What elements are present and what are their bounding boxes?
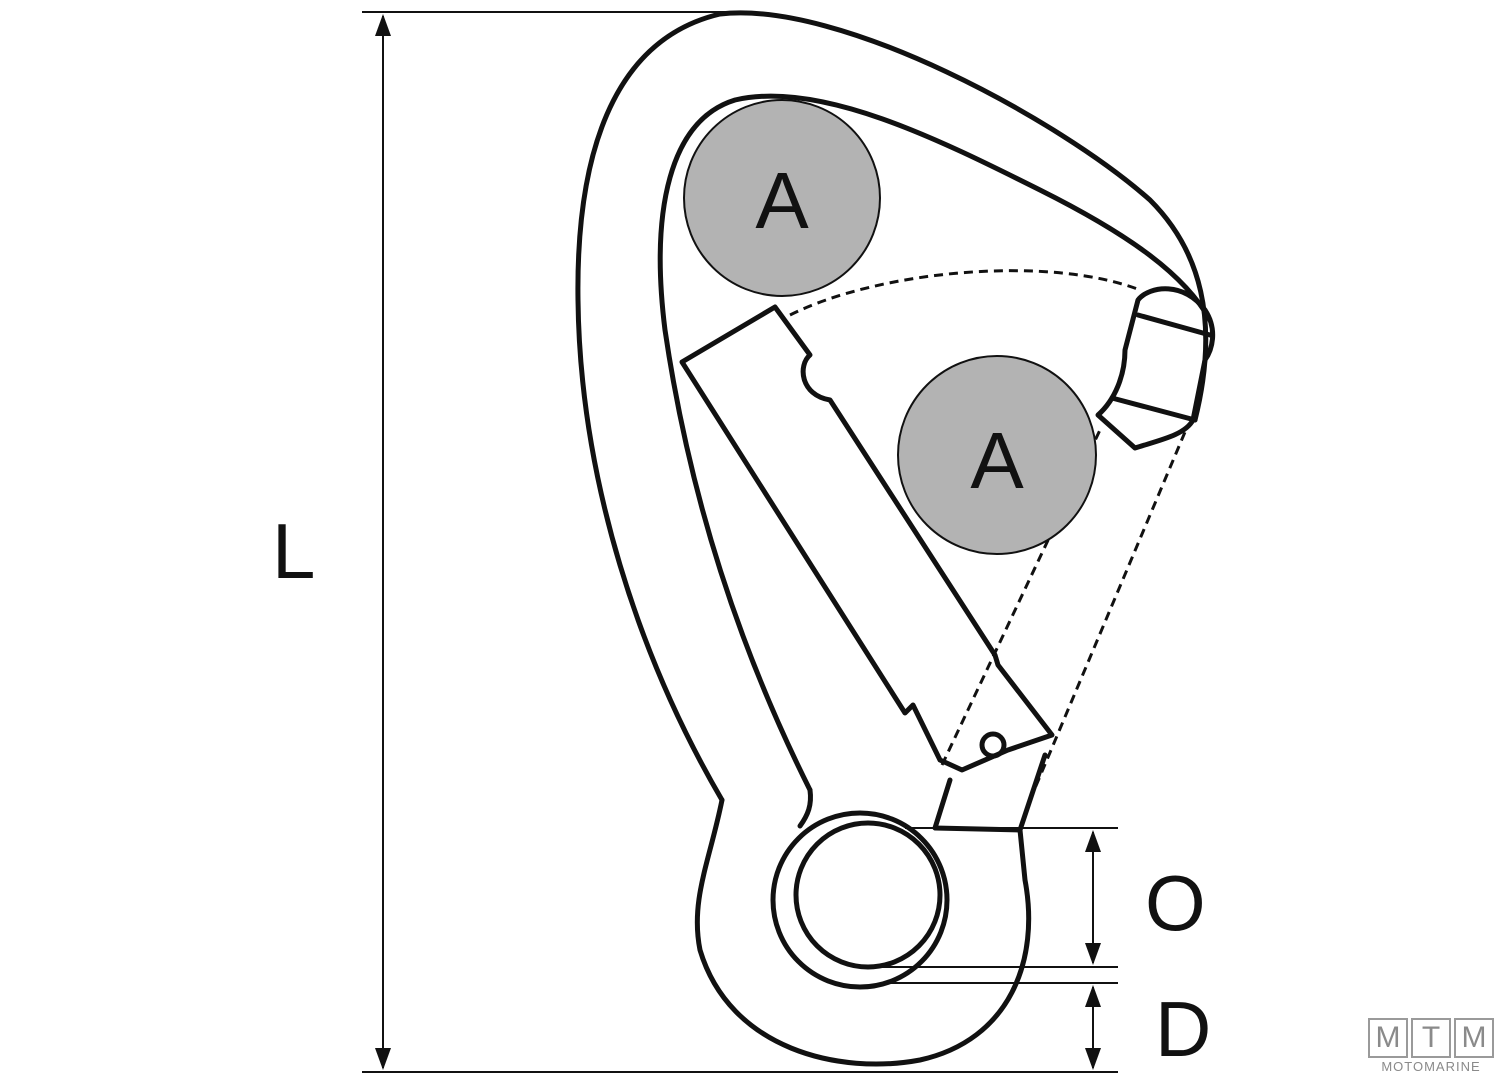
nose-latch-groove-lower bbox=[1109, 395, 1198, 423]
wire-diameter-dimension: D bbox=[880, 982, 1211, 1073]
gate-body bbox=[679, 304, 1055, 773]
watermark-letters: M T M bbox=[1368, 1018, 1494, 1058]
gate-open-line-outer bbox=[1028, 431, 1187, 801]
watermark-letter-m2: M bbox=[1454, 1018, 1494, 1058]
eye-inner-ring bbox=[793, 820, 943, 970]
gate-open-arc bbox=[789, 269, 1141, 317]
length-label: L bbox=[272, 507, 315, 595]
wire-diameter-label: D bbox=[1155, 985, 1211, 1073]
carabiner-inner-outline bbox=[657, 93, 1213, 793]
length-arrow-bottom bbox=[375, 1048, 391, 1070]
watermark-brand: MOTOMARINE bbox=[1381, 1059, 1481, 1074]
eye-outer-ring bbox=[770, 810, 950, 990]
capacity-circle-lower-disc bbox=[897, 355, 1097, 555]
length-arrow-top bbox=[375, 14, 391, 36]
capacity-circle-upper-disc bbox=[683, 99, 881, 297]
eye-opening-dimension: O bbox=[860, 827, 1206, 968]
wire-diameter-arrow-top bbox=[1085, 985, 1101, 1007]
wire-diameter-arrow-bottom bbox=[1085, 1048, 1101, 1070]
capacity-circle-lower: A bbox=[897, 355, 1097, 555]
carabiner-outer-lower bbox=[694, 797, 1032, 1067]
eye-opening-label: O bbox=[1145, 859, 1206, 947]
nose-latch-groove-upper bbox=[1135, 312, 1213, 338]
motomarine-watermark-logo: M T M MOTOMARINE bbox=[1368, 1018, 1494, 1074]
carabiner-inner-lower bbox=[797, 787, 813, 829]
eye-opening-arrow-bottom bbox=[1085, 943, 1101, 965]
carabiner-outer-outline bbox=[575, 10, 1209, 803]
nose-latch bbox=[1095, 286, 1216, 451]
capacity-circle-upper: A bbox=[683, 99, 881, 297]
watermark-letter-m1: M bbox=[1368, 1018, 1408, 1058]
eye-ring bbox=[770, 810, 950, 990]
length-dimension: L bbox=[272, 11, 1118, 1073]
capacity-label-upper: A bbox=[755, 156, 809, 245]
watermark-letter-t: T bbox=[1411, 1018, 1451, 1058]
capacity-label-lower: A bbox=[970, 416, 1024, 505]
eye-opening-arrow-top bbox=[1085, 830, 1101, 852]
gate-pivot-rivet bbox=[979, 731, 1007, 759]
